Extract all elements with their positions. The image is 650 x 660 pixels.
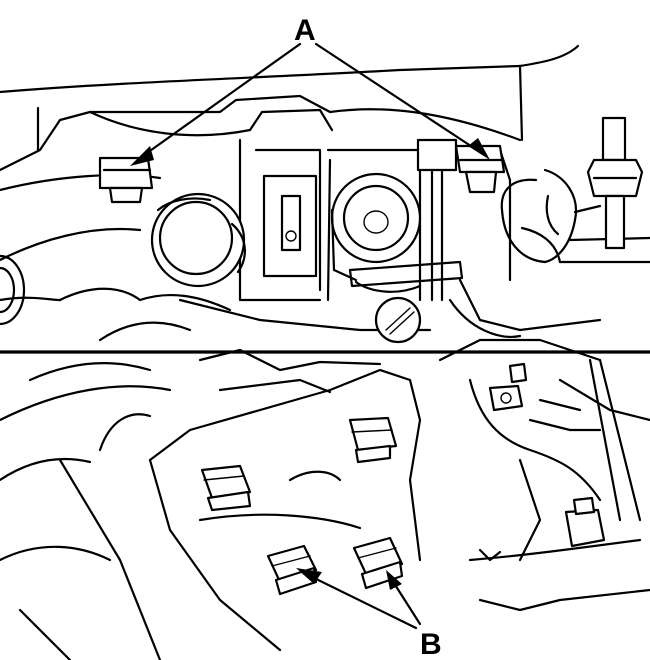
left-round-mount bbox=[150, 192, 246, 288]
callout-a-arrows bbox=[130, 42, 490, 166]
lower-frame bbox=[0, 338, 650, 660]
engine-block-upper bbox=[0, 44, 602, 342]
callout-label-b: B bbox=[420, 628, 442, 660]
center-round-mount bbox=[330, 172, 422, 282]
callout-label-a: A bbox=[294, 14, 316, 47]
bracket-bolt-left bbox=[200, 464, 252, 512]
bracket-bolt-upper bbox=[348, 416, 398, 464]
bracket-nut bbox=[488, 362, 528, 412]
left-edge-mount bbox=[0, 254, 26, 326]
slot-screw bbox=[348, 260, 464, 344]
lower-right-bolt bbox=[564, 496, 606, 548]
right-stud-assembly bbox=[500, 116, 650, 264]
bolt-b-right bbox=[352, 536, 404, 590]
bolt-a-left bbox=[98, 156, 154, 204]
bolt-a-right bbox=[416, 138, 506, 302]
callout-b-arrows bbox=[296, 568, 422, 630]
